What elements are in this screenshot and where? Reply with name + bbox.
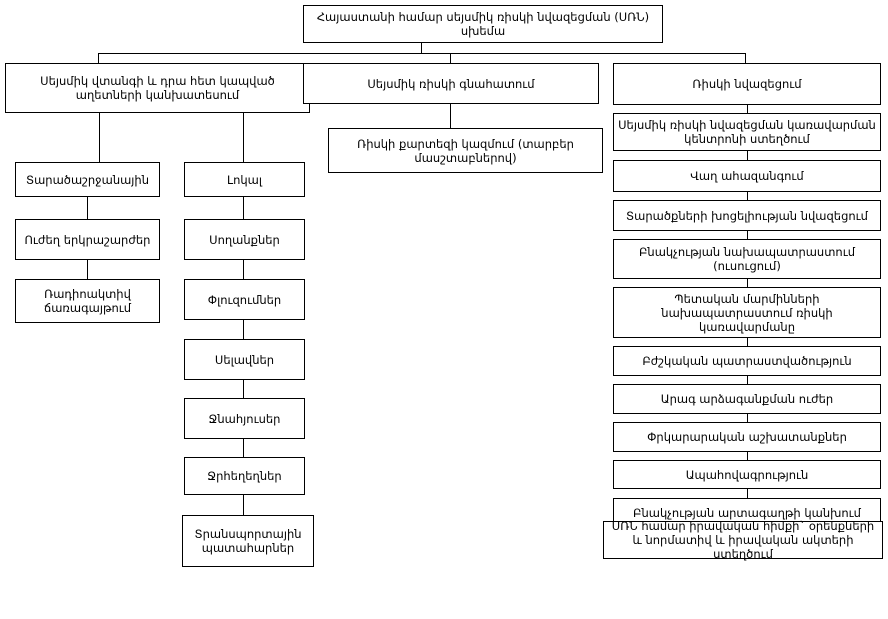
edge-right-8-9 <box>747 489 748 498</box>
node-label: Բնակչության արտագաղթի կանխում <box>633 505 861 520</box>
node-label: Սելավներ <box>214 352 275 367</box>
node-label: Լոկալ <box>226 172 263 187</box>
node-label: Սեյսմիկ վտանգի և դրա հետ կապված աղետների… <box>40 74 275 102</box>
edge-local-2-3 <box>243 320 244 339</box>
node-right-8: Ապահովագրություն <box>613 460 881 489</box>
node-label: Ռիսկի քարտեզի կազմում (տարբեր մասշտաբներ… <box>357 136 574 165</box>
node-regional-1: Ուժեղ երկրաշարժեր <box>15 219 160 260</box>
edge-local-1-2 <box>243 260 244 279</box>
node-right-5: Բժշկական պատրաստվածություն <box>613 346 881 376</box>
node-right-header: Ռիսկի նվազեցում <box>613 63 881 105</box>
node-label: Բժշկական պատրաստվածություն <box>642 354 852 368</box>
node-label: Արագ արձագանքման ուժեր <box>660 392 834 406</box>
node-right-0: Սեյսմիկ ռիսկի նվազեցման կառավարման կենտր… <box>613 113 881 151</box>
node-left-header: Սեյսմիկ վտանգի և դրա հետ կապված աղետների… <box>5 63 310 113</box>
edge-right-7-8 <box>747 452 748 460</box>
edge-right-4-5 <box>747 338 748 346</box>
edge-drop-right-column <box>745 53 746 63</box>
node-label: Սեյսմիկ ռիսկի գնահատում <box>367 76 535 91</box>
node-right-4: Պետական մարմինների նախապատրաստում ռիսկի … <box>613 287 881 338</box>
edge-drop-left-column <box>98 53 99 63</box>
edge-right-1-2 <box>747 192 748 200</box>
node-local-4: Ջնահյուսեր <box>184 398 305 439</box>
node-local-1: Սողանքներ <box>184 219 305 260</box>
node-label: ՍՌՆ համար իրավական հիմքի` օրենքների և նո… <box>611 519 875 561</box>
edge-distributor-bar <box>98 53 746 54</box>
node-label: Ապահովագրություն <box>685 467 809 482</box>
node-regional-2: Ռադիոակտիվ ճառագայթում <box>15 279 160 323</box>
node-label: Սեյսմիկ ռիսկի նվազեցման կառավարման կենտր… <box>618 118 876 146</box>
edge-local-4-5 <box>243 439 244 457</box>
node-label: Տարածքների խոցելիության նվազեցում <box>626 208 868 223</box>
node-right-2: Տարածքների խոցելիության նվազեցում <box>613 200 881 231</box>
node-local-0: Լոկալ <box>184 162 305 197</box>
edge-middle-header-to-0 <box>450 104 451 128</box>
edge-local-3-4 <box>243 380 244 398</box>
edge-right-0-1 <box>747 151 748 160</box>
edge-left-to-regional <box>99 113 100 162</box>
node-right-6: Արագ արձագանքման ուժեր <box>613 384 881 414</box>
node-local-2: Փլուզումներ <box>184 279 305 320</box>
node-label: Ուժեղ երկրաշարժեր <box>24 232 151 247</box>
node-label: Ռիսկի նվազեցում <box>692 77 802 91</box>
edge-local-0-1 <box>243 197 244 219</box>
node-regional-0: Տարածաշրջանային <box>15 162 160 197</box>
edge-right-5-6 <box>747 376 748 384</box>
edge-regional-0-1 <box>87 197 88 219</box>
edge-local-5-6 <box>243 495 244 515</box>
node-label: Տրանսպորտային պատահարներ <box>194 527 302 555</box>
edge-right-3-4 <box>747 279 748 287</box>
node-middle-0: Ռիսկի քարտեզի կազմում (տարբեր մասշտաբներ… <box>328 128 603 173</box>
node-label: Բնակչության նախապատրաստում (ուսուցում) <box>638 245 855 273</box>
node-label: Տարածաշրջանային <box>25 172 150 187</box>
node-label: Սողանքներ <box>209 232 280 247</box>
edge-drop-middle-column <box>450 53 451 63</box>
node-local-5: Ջրհեղեղներ <box>184 457 305 495</box>
node-label: Ջնահյուսեր <box>208 411 281 426</box>
node-right-3: Բնակչության նախապատրաստում (ուսուցում) <box>613 239 881 279</box>
node-middle-header: Սեյսմիկ ռիսկի գնահատում <box>303 63 599 104</box>
edge-regional-1-2 <box>87 260 88 279</box>
edge-right-6-7 <box>747 414 748 422</box>
node-right-7: Փրկարարական աշխատանքներ <box>613 422 881 452</box>
node-label: Վաղ ահազանգում <box>690 169 804 183</box>
node-label: Ջրհեղեղներ <box>207 469 282 483</box>
edge-right-2-3 <box>747 231 748 239</box>
node-label: Պետական մարմինների նախապատրաստում ռիսկի … <box>661 291 833 334</box>
edge-left-to-local <box>243 113 244 162</box>
node-right-10: ՍՌՆ համար իրավական հիմքի` օրենքների և նո… <box>603 519 883 561</box>
edge-root-stem <box>421 43 422 53</box>
node-root-title: Հայաստանի համար սեյսմիկ ռիսկի նվազեցման … <box>303 5 663 43</box>
node-local-3: Սելավներ <box>184 339 305 380</box>
node-label: Փրկարարական աշխատանքներ <box>647 430 847 444</box>
node-right-1: Վաղ ահազանգում <box>613 160 881 192</box>
edge-right-header-to-0 <box>747 105 748 113</box>
node-label: Ռադիոակտիվ ճառագայթում <box>43 287 132 315</box>
node-local-6: Տրանսպորտային պատահարներ <box>182 515 314 567</box>
node-label: Փլուզումներ <box>207 292 282 307</box>
node-label: Հայաստանի համար սեյսմիկ ռիսկի նվազեցման … <box>316 10 650 38</box>
